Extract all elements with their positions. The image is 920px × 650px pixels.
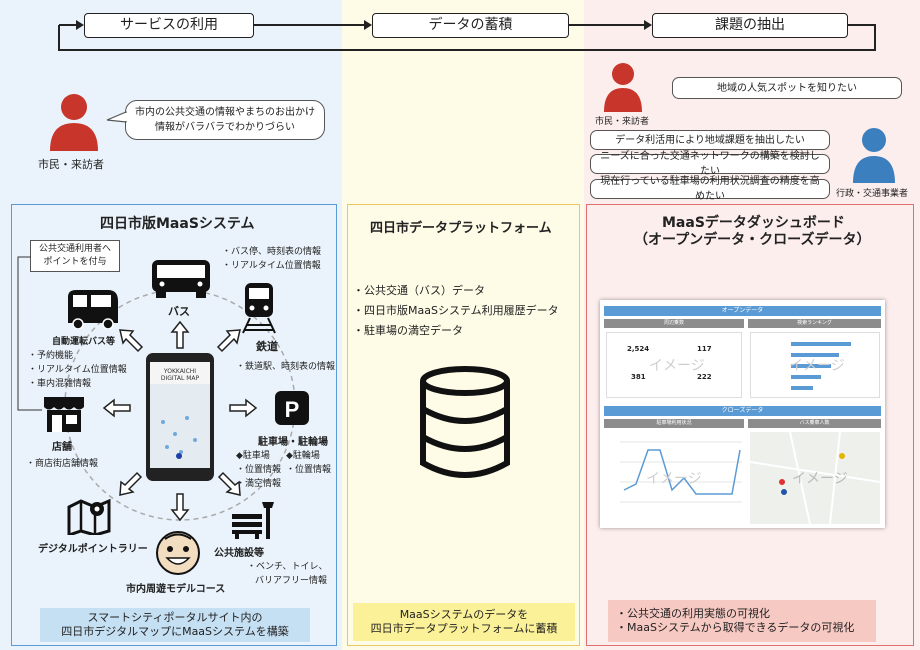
operator-bubble-1: データ利活用により地域課題を抽出したい (590, 130, 830, 150)
watermark-2: イメージ (789, 358, 845, 374)
autobus-note-1: ・予約機能 (28, 351, 74, 361)
facility-label: 公共施設等 (214, 548, 264, 559)
operator-bubble-2: ニーズに合った交通ネットワークの構築を検討したい (590, 151, 830, 177)
dashboard-footer-line1: ・公共交通の利用実態の可視化 (616, 607, 770, 620)
bus-note-2: ・リアルタイム位置情報 (222, 261, 321, 271)
bubble-tail (106, 111, 127, 123)
maas-system-panel (11, 204, 337, 646)
parking-label: 駐車場・駐輪場 (258, 437, 328, 448)
platform-footer: MaaSシステムのデータを 四日市データプラットフォームに蓄積 (353, 603, 575, 641)
parking-note-l1: ◆駐車場 (236, 451, 270, 461)
parking-line-chart (620, 441, 742, 503)
point-award-box: 公共交通利用者へ ポイントを付与 (30, 240, 120, 272)
parking-note-l2: ・位置情報 (236, 465, 282, 475)
bus-label: バス (168, 305, 190, 318)
citizen-right-label: 市民・来訪者 (595, 117, 650, 127)
close-data-header: クローズデータ (604, 406, 881, 416)
dashboard-image: オープンデータ 周辺乗数 検索ランキング 2,524 117 381 222 イ… (600, 300, 885, 528)
operator-bubble-3: 現在行っている駐車場の利用状況調査の精度を高めたい (590, 176, 830, 202)
phone-icon (146, 353, 214, 481)
platform-title: 四日市データプラットフォーム (370, 221, 552, 236)
facility-note-2: バリアフリー情報 (255, 576, 328, 586)
maas-footer-line1: スマートシティポータルサイト内の (87, 611, 263, 624)
card-4-header: バス乗車人数 (748, 419, 881, 428)
shop-note: ・商店街店舗情報 (26, 459, 99, 469)
rail-label: 鉄道 (256, 340, 278, 353)
dashboard-title-line2: （オープンデータ・クローズデータ） (634, 232, 871, 248)
data-platform-panel (347, 204, 580, 646)
card-3-header: 駐車場利用状況 (604, 419, 744, 428)
train-icon (242, 283, 276, 334)
rail-note: ・鉄道駅、時刻表の情報 (236, 362, 336, 372)
citizen-right-speech-bubble: 地域の人気スポットを知りたい (672, 77, 902, 99)
card-1-header: 周辺乗数 (604, 319, 744, 328)
flow-arrows (58, 20, 876, 51)
watermark-4: イメージ (792, 471, 848, 487)
rally-label: デジタルポイントラリー (38, 544, 148, 555)
stat-2: 117 (697, 345, 712, 353)
flow-step-issue: 課題の抽出 (652, 13, 848, 38)
map-pin-icon (67, 498, 111, 535)
database-icon (420, 366, 510, 478)
bus-map: イメージ (750, 432, 880, 524)
card-1-body: 2,524 117 381 222 イメージ (606, 332, 742, 398)
stat-3: 381 (631, 373, 646, 381)
ranking-bars (791, 342, 851, 390)
dashboard-panel (586, 204, 914, 646)
operator-person-icon (853, 128, 895, 183)
autonomous-bus-icon (68, 290, 118, 329)
map-roads (750, 432, 880, 524)
parking-note-r1: ◆駐輪場 (286, 451, 320, 461)
flow-step-service: サービスの利用 (84, 13, 254, 38)
facility-note-1: ・ベンチ、トイレ、 (247, 562, 328, 572)
phone-app-title: YOKKAICHI DIGITAL MAP (160, 368, 200, 382)
watermark-3: イメージ (646, 471, 702, 487)
flow-step-data: データの蓄積 (372, 13, 569, 38)
platform-bullet-2: ・四日市版MaaSシステム利用履歴データ (353, 304, 559, 317)
platform-footer-line2: 四日市データプラットフォームに蓄積 (370, 622, 558, 635)
stat-1: 2,524 (627, 345, 650, 353)
maas-footer-line2: 四日市デジタルマップにMaaSシステムを構築 (61, 625, 289, 638)
platform-bullet-3: ・駐車場の満空データ (353, 324, 463, 337)
shop-icon (44, 397, 84, 432)
bench-icon (232, 502, 274, 539)
maas-system-title: 四日市版MaaSシステム (100, 216, 255, 232)
shop-label: 店舗 (52, 442, 72, 453)
parking-note-r2: ・位置情報 (286, 465, 332, 475)
bus-icon (152, 260, 210, 298)
autobus-note-3: ・車内混雑情報 (28, 379, 92, 389)
card-2-body: イメージ (750, 332, 880, 398)
parking-icon: P (275, 391, 309, 425)
parking-note-l3: ・満空情報 (236, 479, 282, 489)
operator-label: 行政・交通事業者 (836, 189, 909, 199)
point-connector (17, 256, 42, 411)
citizen-person-icon (50, 94, 98, 151)
dashboard-title-line1: MaaSデータダッシュボード (662, 215, 845, 231)
phone-arrows (102, 320, 258, 522)
autobus-note-2: ・リアルタイム位置情報 (28, 365, 127, 375)
citizen-speech-bubble: 市内の公共交通の情報やまちのお出かけ情報がバラバラでわかりづらい (125, 100, 325, 140)
course-label: 市内周遊モデルコース (126, 584, 226, 595)
autonomous-bus-label: 自動運転バス等 (52, 337, 116, 347)
svg-text:P: P (285, 397, 300, 422)
column-background-mid (342, 0, 584, 650)
citizen-right-person-icon (604, 63, 642, 112)
bus-note-1: ・バス停、時刻表の情報 (222, 247, 322, 257)
platform-bullet-1: ・公共交通（バス）データ (353, 284, 485, 297)
stat-4: 222 (697, 373, 712, 381)
platform-footer-line1: MaaSシステムのデータを (399, 608, 529, 621)
open-data-header: オープンデータ (604, 306, 881, 316)
dashboard-footer-line2: ・MaaSシステムから取得できるデータの可視化 (616, 621, 855, 634)
dashboard-footer: ・公共交通の利用実態の可視化 ・MaaSシステムから取得できるデータの可視化 (608, 600, 876, 642)
citizen-label: 市民・来訪者 (38, 158, 104, 171)
card-2-header: 検索ランキング (748, 319, 881, 328)
maas-footer: スマートシティポータルサイト内の 四日市デジタルマップにMaaSシステムを構築 (40, 608, 310, 642)
watermark-1: イメージ (649, 358, 705, 374)
mascot-face-icon (156, 531, 200, 575)
